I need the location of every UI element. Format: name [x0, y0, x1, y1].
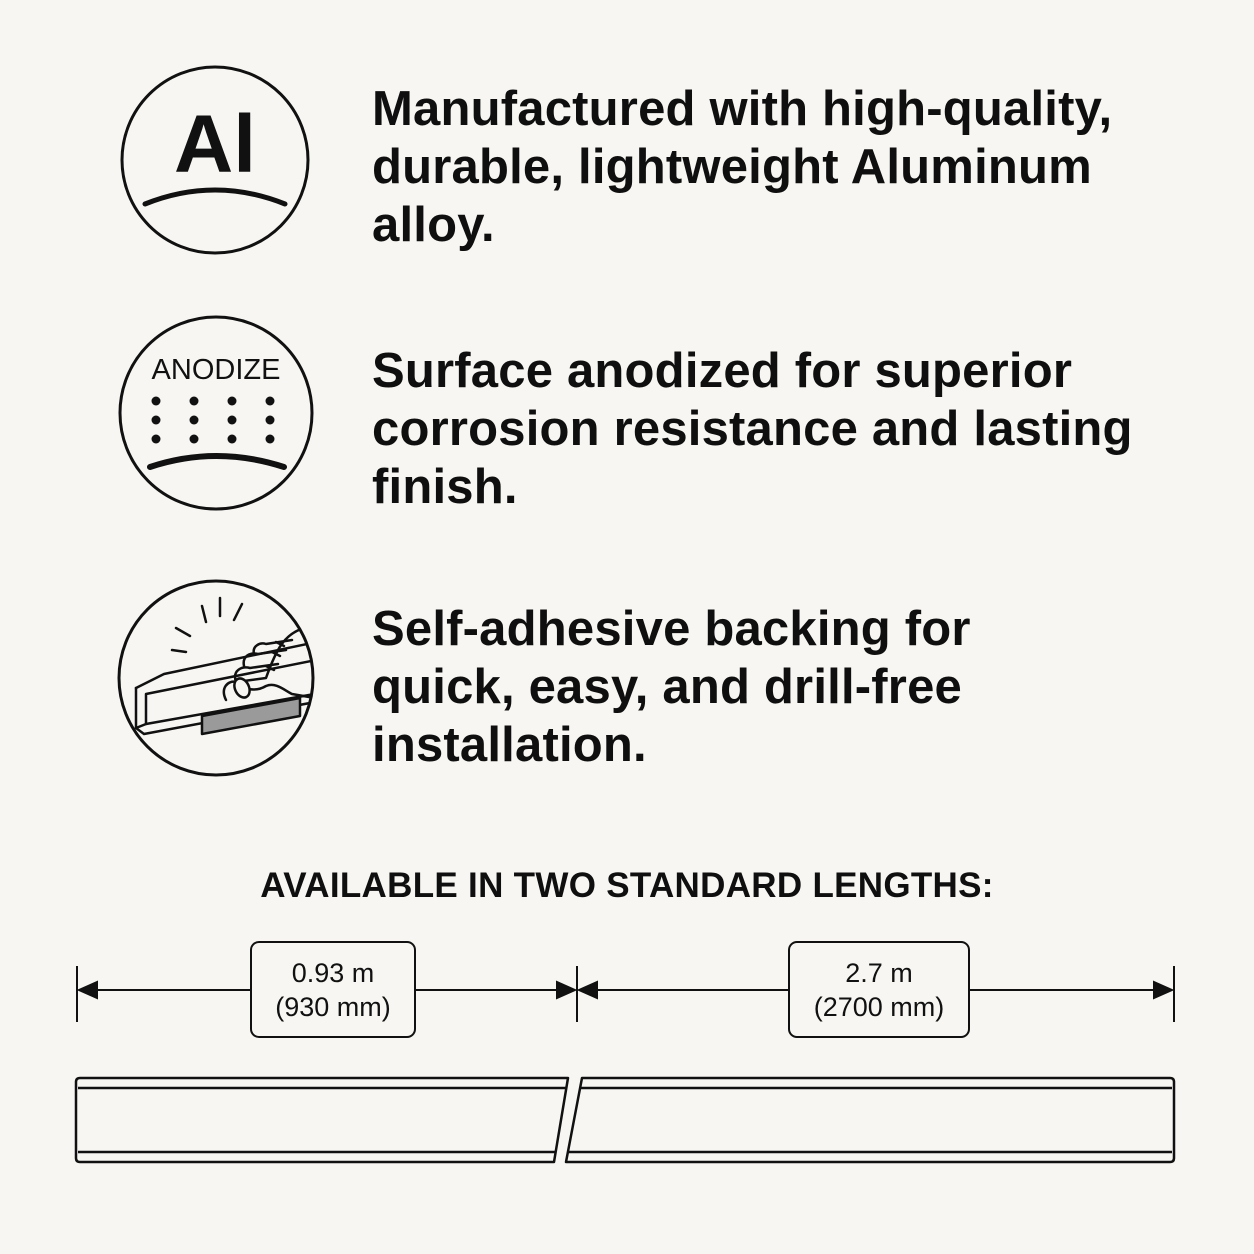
anodize-icon: ANODIZE: [116, 313, 316, 513]
feature-adhesive-text: Self-adhesive backing for quick, easy, a…: [372, 600, 1132, 774]
feature-aluminum-text: Manufactured with high-quality, durable,…: [372, 80, 1132, 254]
lengths-heading: AVAILABLE IN TWO STANDARD LENGTHS:: [260, 866, 994, 905]
feature-line: Surface anodized for superior: [372, 344, 1073, 398]
dimension-diagram: [74, 941, 1176, 1164]
arrow-right-icon: [556, 980, 578, 1000]
feature-line: Manufactured with high-quality,: [372, 82, 1113, 136]
feature-line: Self-adhesive backing for: [372, 602, 971, 656]
arrow-left-icon: [576, 980, 598, 1000]
arrow-right-icon: [1153, 980, 1175, 1000]
length-mm: (930 mm): [275, 991, 391, 1022]
adhesive-hand-icon: [116, 570, 316, 786]
length-option-short: 0.93 m (930 mm): [251, 942, 415, 1037]
length-metric: 2.7 m: [845, 957, 913, 988]
feature-line: durable, lightweight Aluminum: [372, 140, 1092, 194]
length-metric: 0.93 m: [291, 957, 375, 988]
feature-line: installation.: [372, 718, 647, 772]
length-label-box: [788, 941, 970, 1038]
length-label-box: [250, 941, 416, 1038]
feature-line: corrosion resistance and lasting: [372, 402, 1133, 456]
arrow-left-icon: [76, 980, 98, 1000]
feature-line: quick, easy, and drill-free: [372, 660, 962, 714]
feature-line: finish.: [372, 460, 518, 514]
profile-bar-short: [74, 1076, 570, 1164]
profile-bar-long: [564, 1076, 1176, 1164]
length-mm: (2700 mm): [813, 991, 945, 1022]
length-option-long: 2.7 m (2700 mm): [789, 942, 969, 1037]
feature-anodize-text: Surface anodized for superior corrosion …: [372, 342, 1132, 516]
pores-icon: [151, 396, 275, 444]
feature-line: alloy.: [372, 198, 495, 252]
aluminum-symbol: Al: [174, 99, 256, 190]
aluminum-icon: Al: [119, 64, 311, 256]
anodize-label: ANODIZE: [152, 354, 281, 386]
